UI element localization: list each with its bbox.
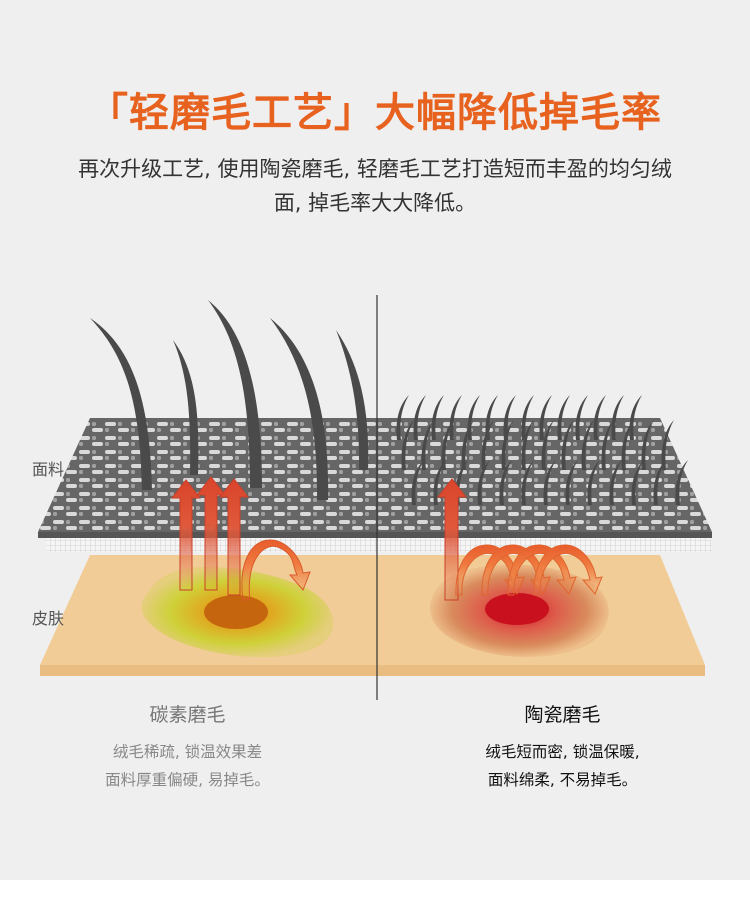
heat-escape-arrows [170,476,311,601]
short-hair [449,395,462,440]
short-hair [539,395,552,440]
short-hair [621,420,634,470]
short-hair [481,420,494,470]
short-hair [629,395,642,440]
short-hair [499,460,512,505]
short-hair [611,395,624,440]
skin-label: 皮肤 [32,609,65,628]
short-hair [477,460,490,505]
short-hair [467,395,480,440]
carbon-desc-line-1: 绒毛稀疏, 锁温效果差 [112,743,263,761]
comparison-canvas: 「轻磨毛工艺」大幅降低掉毛率 再次升级工艺, 使用陶瓷磨毛, 轻磨毛工艺打造短而… [0,0,750,880]
short-hair [521,420,534,470]
ceramic-brushing-title: 陶瓷磨毛 [524,704,601,726]
carbon-brushing-title: 碳素磨毛 [149,704,226,726]
short-hairs [396,395,688,505]
short-hair [587,460,600,505]
skin-layer [40,555,705,676]
short-hair [401,420,414,470]
ceramic-desc-line-1: 绒毛短而密, 锁温保暖, [485,743,640,761]
short-hair [675,460,688,505]
subtitle-line-2: 面, 掉毛率大大降低。 [273,191,477,215]
short-hair [433,460,446,505]
short-hair [396,395,409,440]
short-hair [641,420,654,470]
short-hair [609,460,622,505]
carbon-desc-line-2: 面料厚重偏硬, 易掉毛。 [105,771,270,789]
short-hair [541,420,554,470]
short-hair [661,420,674,470]
page-title: 「轻磨毛工艺」大幅降低掉毛率 [88,90,662,136]
short-hair [411,460,424,505]
short-hair [431,395,444,440]
fabric-label: 面料 [32,460,65,479]
short-hair [557,395,570,440]
short-hair [421,420,434,470]
short-hair [461,420,474,470]
long-hairs [90,300,369,500]
fabric-skin-illustration [38,295,712,700]
short-hair [503,395,516,440]
carbon-brushing-description: 绒毛稀疏, 锁温效果差 面料厚重偏硬, 易掉毛。 [0,738,375,794]
heat-retained-arrows [436,478,603,601]
short-hair [581,420,594,470]
short-hair [575,395,588,440]
short-hair [501,420,514,470]
short-hair [521,395,534,440]
subtitle-line-1: 再次升级工艺, 使用陶瓷磨毛, 轻磨毛工艺打造短而丰盈的均匀绒 [78,157,672,181]
short-hair [441,420,454,470]
short-hair [565,460,578,505]
ceramic-desc-line-2: 面料绵柔, 不易掉毛。 [487,771,638,789]
short-hair [631,460,644,505]
short-hair [543,460,556,505]
short-hair [601,420,614,470]
short-hair [653,460,666,505]
ceramic-brushing-description: 绒毛短而密, 锁温保暖, 面料绵柔, 不易掉毛。 [375,738,750,794]
short-hair [413,395,426,440]
short-hair [593,395,606,440]
short-hair [521,460,534,505]
short-hair [561,420,574,470]
mesh-layer [45,537,712,552]
